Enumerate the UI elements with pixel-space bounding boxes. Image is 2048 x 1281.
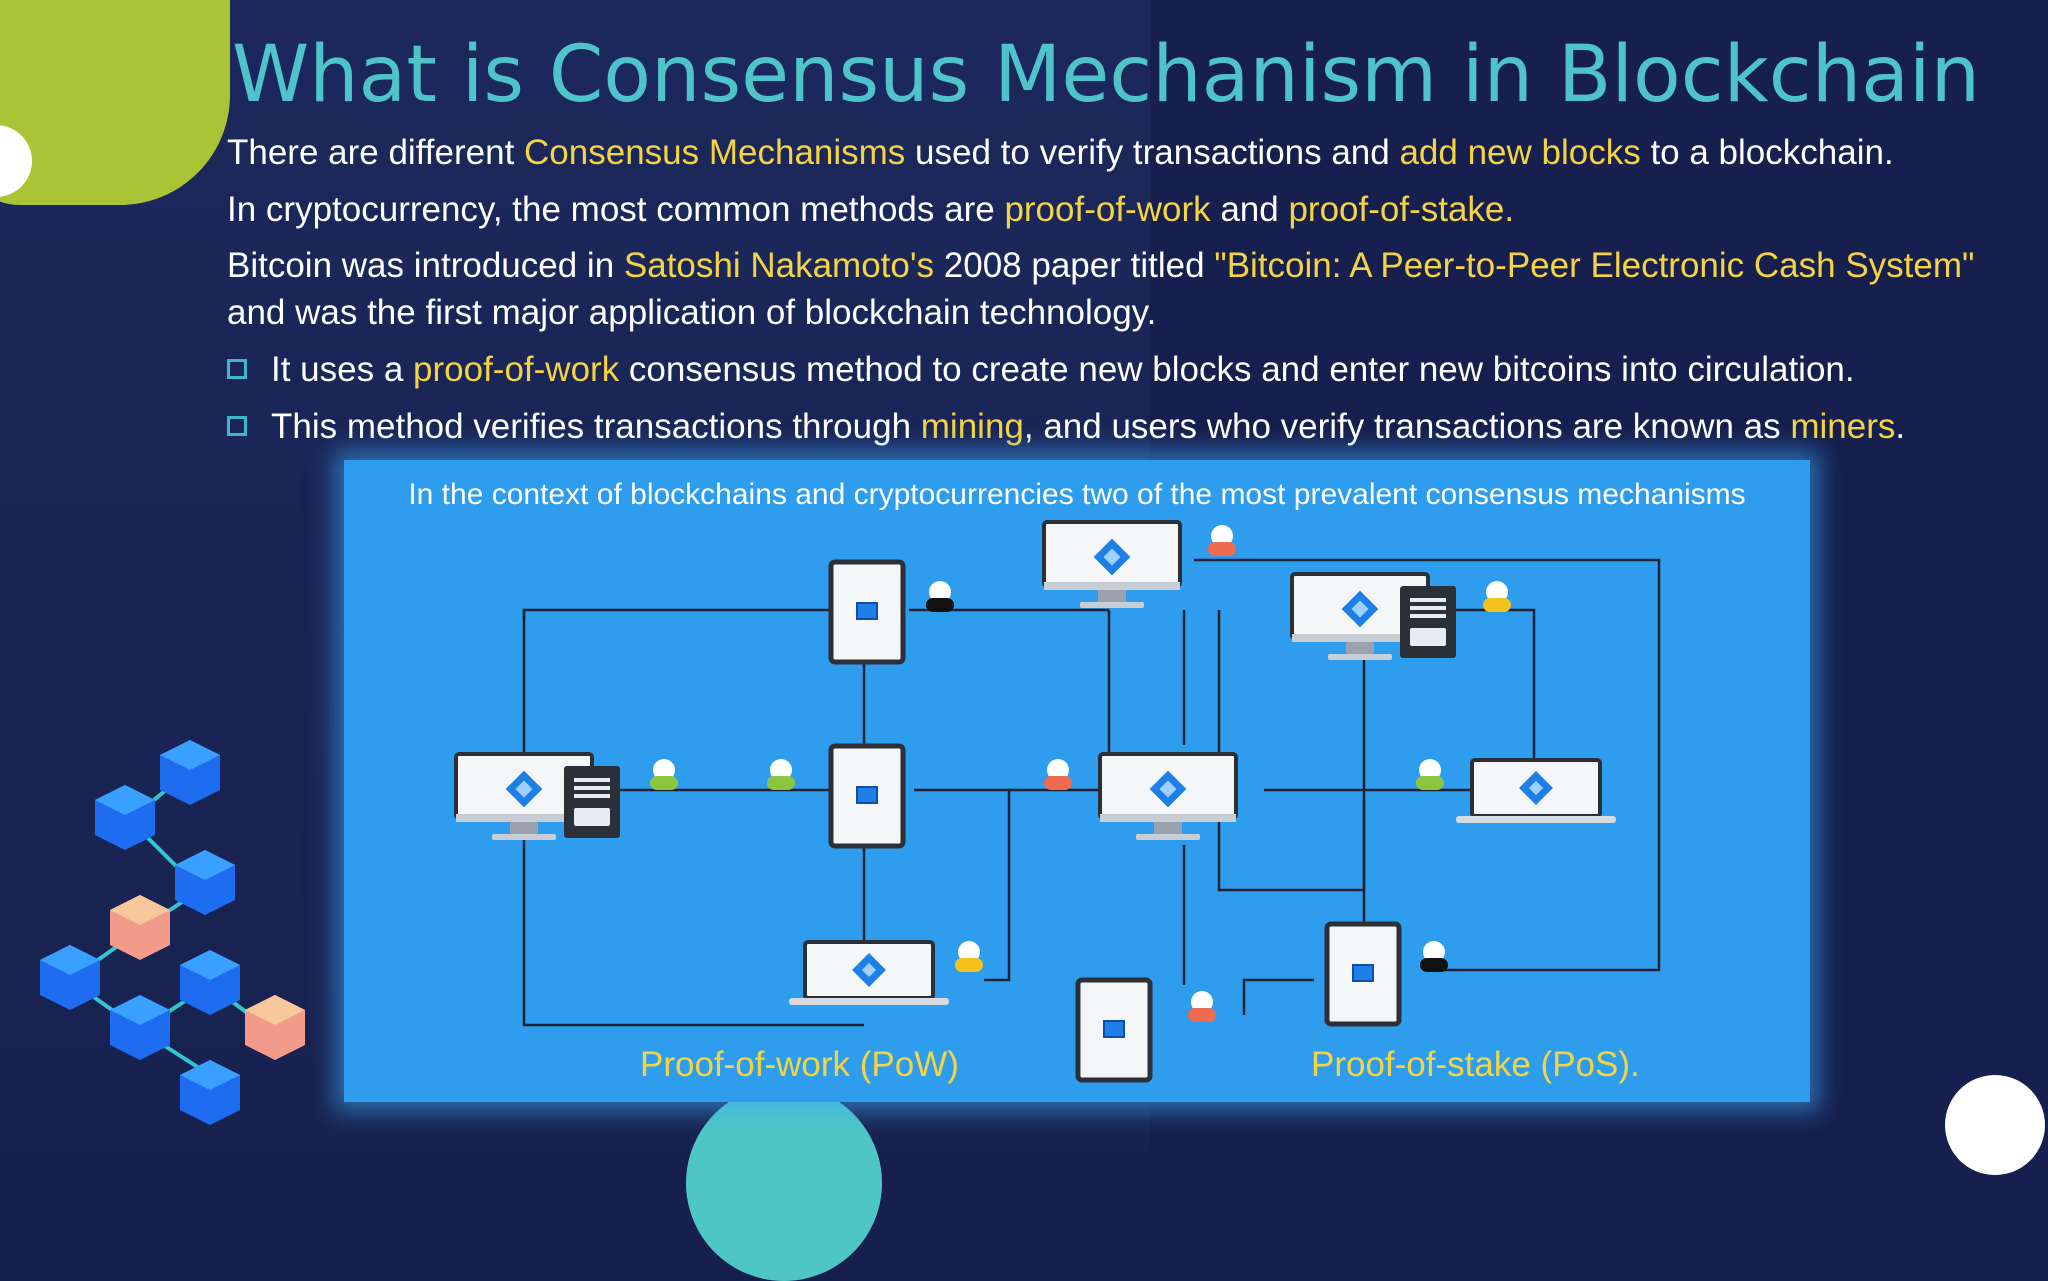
highlight-text: proof-of-work	[413, 350, 620, 389]
laptop-pos-right	[1454, 758, 1618, 825]
highlight-text: add new blocks	[1399, 133, 1641, 172]
laptop-bottom-pow	[787, 940, 951, 1007]
white-circle-decoration-right	[1945, 1075, 2045, 1175]
cube-icon	[160, 740, 220, 805]
tablet-bottom-center	[1078, 980, 1150, 1080]
user-icon	[1208, 525, 1236, 556]
cube-icon	[245, 995, 305, 1060]
tablet-pos-bottom	[1327, 924, 1399, 1024]
highlight-text: proof-of-work	[1004, 190, 1211, 229]
highlight-text: Satoshi Nakamoto's	[623, 246, 935, 285]
cube-icon	[175, 850, 235, 915]
user-icon	[955, 941, 983, 972]
checkbox-bullet-icon	[227, 359, 247, 379]
text: , and users who verify transactions are …	[1023, 407, 1791, 446]
user-icon	[1416, 759, 1444, 790]
slide-title: What is Consensus Mechanism in Blockchai…	[232, 30, 1981, 120]
user-icon	[926, 581, 954, 612]
highlight-text: mining	[920, 407, 1024, 446]
highlight-text: "Bitcoin: A Peer-to-Peer Electronic Cash…	[1214, 246, 1975, 285]
cube-icon	[110, 995, 170, 1060]
green-decorative-shape	[0, 0, 230, 205]
paragraph-2: In cryptocurrency, the most common metho…	[227, 187, 1514, 233]
text: .	[1895, 407, 1906, 446]
text: This method verifies transactions throug…	[271, 407, 921, 446]
bullet-item-2: This method verifies transactions throug…	[227, 404, 1905, 450]
paragraph-3-continued: and was the first major application of b…	[227, 293, 1157, 332]
monitor-top-center	[1042, 520, 1182, 610]
teal-circle-decoration	[686, 1085, 882, 1281]
cube-icon	[180, 950, 240, 1015]
user-icon	[1044, 759, 1072, 790]
text: In cryptocurrency, the most common metho…	[227, 190, 1005, 229]
cube-icon	[110, 895, 170, 960]
bullet-item-1: It uses a proof-of-work consensus method…	[227, 347, 1855, 393]
pow-label: Proof-of-work (PoW)	[640, 1045, 959, 1084]
text: consensus method to create new blocks an…	[619, 350, 1855, 389]
highlight-text: miners	[1790, 407, 1896, 446]
diagram-caption: In the context of blockchains and crypto…	[408, 478, 1746, 511]
user-icon	[1483, 581, 1511, 612]
network-diagram: In the context of blockchains and crypto…	[344, 460, 1810, 1102]
server-icon	[564, 766, 620, 838]
blockchain-cubes-illustration	[40, 740, 305, 1125]
tablet-top-pow	[831, 562, 903, 662]
user-icon	[767, 759, 795, 790]
highlight-text: Consensus Mechanisms	[524, 133, 906, 172]
text: Bitcoin was introduced in	[227, 246, 624, 285]
text: There are different	[227, 133, 525, 172]
paragraph-1: There are different Consensus Mechanisms…	[227, 130, 1894, 176]
user-icon	[1420, 941, 1448, 972]
server-icon-pos	[1400, 586, 1456, 658]
monitor-center	[1098, 752, 1238, 842]
text: to a blockchain.	[1640, 133, 1894, 172]
pos-label: Proof-of-stake (PoS).	[1311, 1045, 1640, 1084]
user-icon	[1188, 991, 1216, 1022]
text: 2008 paper titled	[934, 246, 1215, 285]
highlight-text: proof-of-stake.	[1288, 190, 1515, 229]
user-icon	[650, 759, 678, 790]
cube-icon	[180, 1060, 240, 1125]
text: used to verify transactions and	[905, 133, 1400, 172]
network-diagram-svg	[454, 520, 1661, 1102]
cube-icon	[40, 945, 100, 1010]
checkbox-bullet-icon	[227, 416, 247, 436]
paragraph-3: Bitcoin was introduced in Satoshi Nakamo…	[227, 243, 1974, 289]
cube-icon	[95, 785, 155, 850]
tablet-center-pow	[831, 746, 903, 846]
text: It uses a	[271, 350, 414, 389]
text: and	[1210, 190, 1289, 229]
